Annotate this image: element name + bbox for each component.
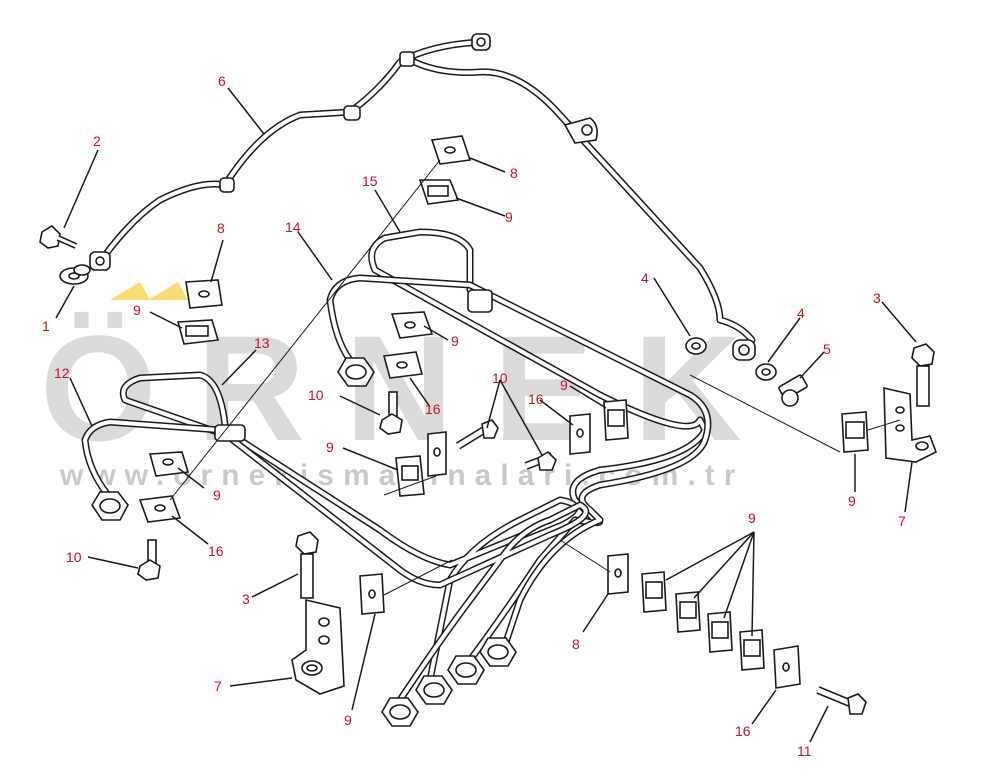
callout-16-mid: 16 xyxy=(425,401,441,417)
clamp-9-upper xyxy=(418,179,460,205)
pipe-12 xyxy=(81,418,590,704)
clamp-16-center xyxy=(427,431,447,477)
boss-upper xyxy=(563,117,598,144)
nut-front-3 xyxy=(447,655,485,685)
callout-8-upper: 8 xyxy=(510,165,518,181)
callout-9-upper: 9 xyxy=(505,209,513,225)
washer-4-upper xyxy=(685,337,707,355)
clamp-16-lower-right xyxy=(773,645,801,689)
fuel-pipes xyxy=(81,38,756,704)
bolt-10-lower xyxy=(137,539,161,581)
clamp-9-exploded-3 xyxy=(707,611,733,653)
callout-5: 5 xyxy=(823,341,831,357)
clamp-9-right-mid xyxy=(603,399,629,441)
bolt-3-left xyxy=(295,531,319,599)
callout-15: 15 xyxy=(362,173,378,189)
bolt-5 xyxy=(778,374,808,407)
clamp-9-far-right xyxy=(841,411,869,453)
callout-10-center: 10 xyxy=(492,370,508,386)
clamp-16-mid xyxy=(382,351,424,379)
callout-2: 2 xyxy=(93,133,101,149)
watermark-accent-mark xyxy=(110,282,150,300)
pipe-fittings xyxy=(89,33,756,727)
callout-3-left: 3 xyxy=(242,591,250,607)
bolt-10-upper xyxy=(379,391,403,435)
nut-front-1 xyxy=(381,697,419,727)
bolt-10-center-2 xyxy=(524,450,557,471)
callout-6: 6 xyxy=(218,73,226,89)
banjo-6-top xyxy=(471,33,491,51)
watermark-logo-text: ÖRNEK xyxy=(40,304,782,472)
callout-4-upper: 4 xyxy=(641,270,649,286)
clamp-plate-8-upper xyxy=(430,135,472,165)
clamp-parts xyxy=(138,135,869,689)
pipe-return-long xyxy=(406,56,756,344)
leader-lines xyxy=(55,87,917,743)
callout-16-bottom-left: 16 xyxy=(208,543,224,559)
callout-9-center: 9 xyxy=(326,439,334,455)
clamp-6-mid xyxy=(219,51,415,193)
bracket-7-left xyxy=(291,598,345,695)
callout-9-far-right: 9 xyxy=(848,493,856,509)
clamp-16-bottom-left xyxy=(138,495,182,523)
callout-9-exploded: 9 xyxy=(748,510,756,526)
watermark-accent-mark-2 xyxy=(148,282,188,300)
clamp-9-exploded-1 xyxy=(641,571,667,613)
pipe-14 xyxy=(326,274,712,664)
washer-4-right xyxy=(755,363,777,381)
clamp-9-front xyxy=(359,573,385,615)
clamp-9-left xyxy=(176,319,220,345)
callout-16-center: 16 xyxy=(528,391,544,407)
callout-14: 14 xyxy=(285,219,301,235)
clamp-pipe-14 xyxy=(467,289,493,313)
banjo-6-end xyxy=(89,251,111,271)
callout-3-right: 3 xyxy=(873,290,881,306)
clamp-9-mid xyxy=(390,311,434,339)
callout-7-right: 7 xyxy=(898,513,906,529)
bracket-7-right xyxy=(883,386,938,463)
callout-12: 12 xyxy=(54,365,70,381)
clamp-plate-8-left xyxy=(185,279,223,309)
callout-10-lower: 10 xyxy=(66,549,82,565)
callout-numbers: 1 2 3 3 4 4 5 6 7 7 8 8 8 9 9 9 9 9 9 9 … xyxy=(42,73,906,759)
nut-pipe-14 xyxy=(337,357,375,387)
banjo-return xyxy=(732,339,756,361)
callout-9-front: 9 xyxy=(344,712,352,728)
callout-9-left: 9 xyxy=(133,302,141,318)
clamp-9-exploded-4 xyxy=(739,629,765,671)
reference-lines xyxy=(169,159,901,596)
callout-8-lower: 8 xyxy=(572,636,580,652)
fasteners xyxy=(39,224,938,715)
pipe-13 xyxy=(119,371,579,684)
clamp-9-exploded-2 xyxy=(675,591,701,633)
bolt-3-right xyxy=(911,343,935,407)
clamp-16-right-mid xyxy=(569,413,591,455)
callout-4-right: 4 xyxy=(797,305,805,321)
callout-7-left: 7 xyxy=(214,678,222,694)
bolt-10-center xyxy=(455,419,499,450)
clamp-9-center xyxy=(395,455,425,497)
clamp-pipe-13 xyxy=(214,424,246,442)
callout-9-mid: 9 xyxy=(451,333,459,349)
callout-9-bottom-left: 9 xyxy=(213,487,221,503)
bolt-2 xyxy=(39,224,78,249)
callout-11: 11 xyxy=(797,743,812,759)
callout-8-left: 8 xyxy=(217,220,225,236)
callout-13: 13 xyxy=(254,335,270,351)
pipe-15 xyxy=(368,228,709,664)
clamp-9-bottom-left xyxy=(148,451,190,477)
callout-16-lower-right: 16 xyxy=(735,723,751,739)
callout-1: 1 xyxy=(42,318,50,334)
watermark: ÖRNEK www.ornekismakinalari.com.tr xyxy=(40,282,782,492)
nut-pipe-12 xyxy=(91,491,129,521)
callout-10-upper: 10 xyxy=(308,387,324,403)
clamp-plate-8-lower xyxy=(607,553,629,595)
nut-front-4 xyxy=(479,637,517,667)
bolt-11 xyxy=(816,686,867,715)
nut-front-2 xyxy=(415,675,453,705)
washer-1 xyxy=(59,264,91,285)
callout-9-right-mid: 9 xyxy=(560,377,568,393)
